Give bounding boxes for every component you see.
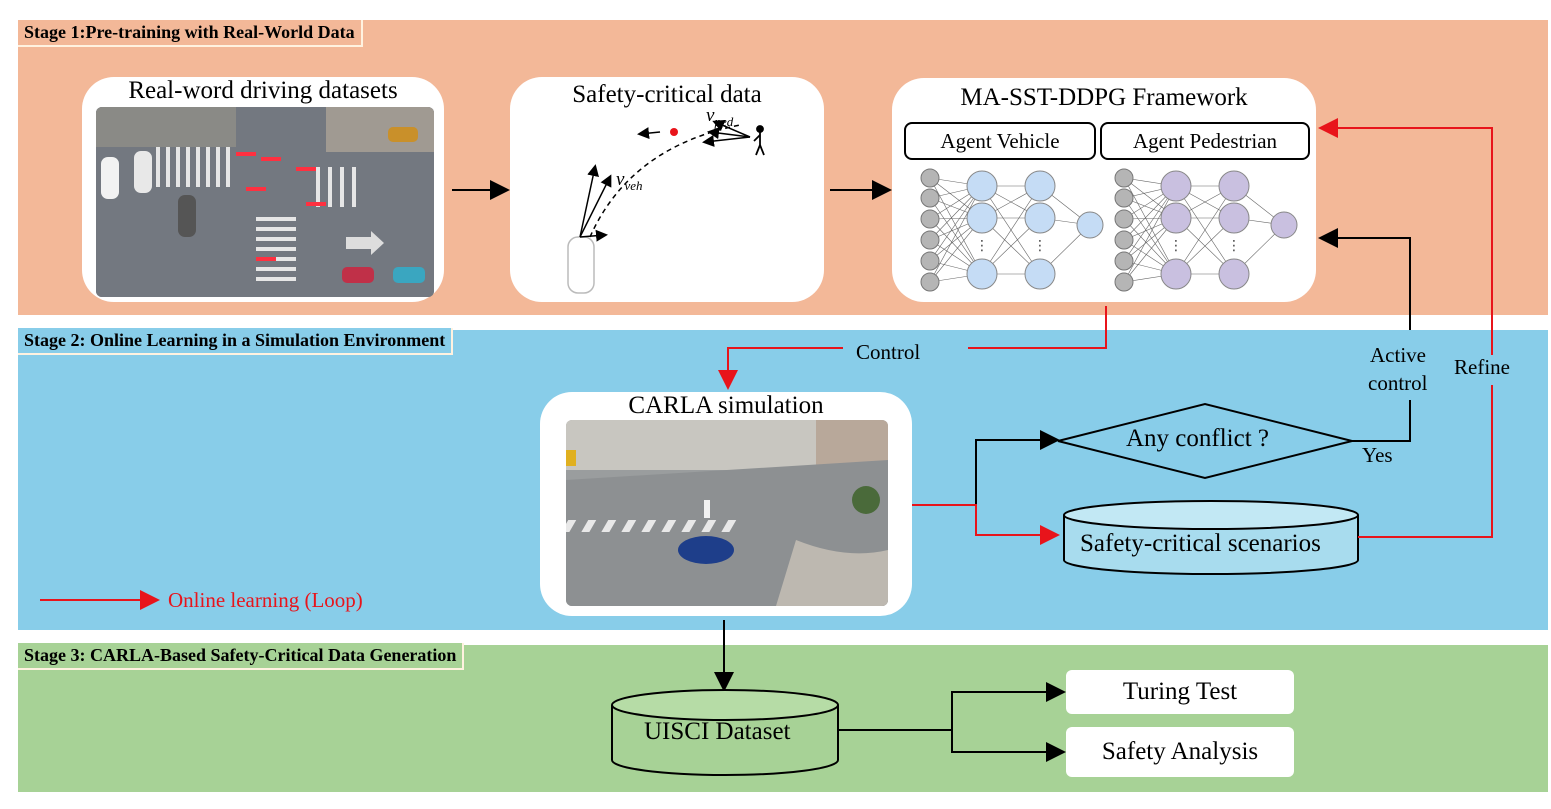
vehicle-net-ellipsis: ⋮ bbox=[1033, 238, 1047, 254]
vehicle-net-hidden1-node bbox=[966, 202, 998, 234]
stage2-label: Stage 2: Online Learning in a Simulation… bbox=[18, 328, 454, 355]
refine-label: Refine bbox=[1454, 355, 1510, 379]
control-arrow-to-carla bbox=[718, 347, 843, 390]
v-ped-label: vped bbox=[706, 105, 734, 129]
vehicle-net-hidden1-node bbox=[966, 258, 998, 290]
neural-network-diagrams: ⋮ ⋮ ⋮ ⋮ bbox=[920, 168, 1298, 292]
uisci-cylinder bbox=[611, 689, 839, 776]
control-label: Control bbox=[856, 340, 921, 364]
carla-card: CARLA simulation bbox=[540, 392, 912, 616]
pedestrian-net-input-node bbox=[1114, 188, 1134, 208]
pedestrian-net-output-node bbox=[1270, 211, 1298, 239]
pedestrian-net-input-node bbox=[1114, 251, 1134, 271]
framework-card: MA-SST-DDPG Framework Agent Vehicle Agen… bbox=[892, 78, 1316, 302]
vehicle-net-input-node bbox=[920, 188, 940, 208]
turing-test-box: Turing Test bbox=[1066, 670, 1294, 714]
vehicle-net-hidden2-node bbox=[1024, 202, 1056, 234]
carla-scene-drawing bbox=[566, 420, 888, 606]
pedestrian-net-ellipsis: ⋮ bbox=[1227, 238, 1241, 254]
pedestrian-net-input-node bbox=[1114, 230, 1134, 250]
datasets-card: Real-word driving datasets bbox=[82, 77, 444, 302]
conflict-point bbox=[670, 128, 678, 136]
vehicle-net-input-node bbox=[920, 168, 940, 188]
control-line-right bbox=[968, 306, 1107, 349]
any-conflict-label: Any conflict ? bbox=[1126, 425, 1270, 452]
trajectory-sketch bbox=[567, 120, 765, 294]
aerial-intersection-drawing bbox=[96, 107, 434, 297]
vehicle-net-input-node bbox=[920, 251, 940, 271]
pedestrian-net-ellipsis: ⋮ bbox=[1169, 238, 1183, 254]
scenarios-cylinder bbox=[1063, 500, 1359, 575]
pedestrian-net-hidden2-node bbox=[1218, 258, 1250, 290]
stage1-label: Stage 1:Pre-training with Real-World Dat… bbox=[18, 20, 363, 47]
arrow-to-safety-analysis bbox=[838, 729, 1066, 762]
pedestrian-net-input-node bbox=[1114, 209, 1134, 229]
pedestrian-net-hidden1-node bbox=[1160, 170, 1192, 202]
pedestrian-net-input-node bbox=[1114, 168, 1134, 188]
safety-data-title: Safety-critical data bbox=[572, 81, 762, 108]
active-control-label-line2: control bbox=[1368, 371, 1428, 395]
v-veh-label: vveh bbox=[616, 169, 643, 193]
carla-scene-image bbox=[566, 420, 888, 606]
vehicle-net-output-node bbox=[1076, 211, 1104, 239]
datasets-title: Real-word driving datasets bbox=[128, 77, 398, 104]
aerial-intersection-image bbox=[96, 107, 434, 297]
refine-line-lower bbox=[1358, 385, 1493, 538]
yes-line bbox=[1352, 400, 1411, 442]
pedestrian-net-input-node bbox=[1114, 272, 1134, 292]
arrow-to-conflict bbox=[912, 430, 1060, 506]
vehicle-net-input-node bbox=[920, 230, 940, 250]
pedestrian-net-hidden2-node bbox=[1218, 202, 1250, 234]
arrow-to-scenarios bbox=[912, 504, 1060, 545]
safety-data-card: Safety-critical data vped vveh bbox=[510, 77, 824, 302]
uisci-label: UISCI Dataset bbox=[644, 718, 791, 745]
yes-label: Yes bbox=[1362, 443, 1393, 467]
online-learning-label: Online learning (Loop) bbox=[168, 588, 363, 612]
pedestrian-net-hidden2-node bbox=[1218, 170, 1250, 202]
vehicle-net-ellipsis: ⋮ bbox=[975, 238, 989, 254]
arrow-to-turing bbox=[838, 682, 1066, 731]
vehicle-net-hidden1-node bbox=[966, 170, 998, 202]
stage3-label: Stage 3: CARLA-Based Safety-Critical Dat… bbox=[18, 643, 465, 670]
framework-title: MA-SST-DDPG Framework bbox=[960, 84, 1248, 111]
vehicle-net-input-node bbox=[920, 209, 940, 229]
safety-scenarios-label: Safety-critical scenarios bbox=[1080, 530, 1321, 557]
active-control-label-line1: Active bbox=[1370, 343, 1426, 367]
pedestrian-icon bbox=[753, 125, 765, 156]
vehicle-net-input-node bbox=[920, 272, 940, 292]
active-control-arrow bbox=[1318, 228, 1411, 330]
refine-arrow-to-framework bbox=[1318, 118, 1493, 355]
agent-vehicle-box: Agent Vehicle bbox=[904, 122, 1096, 160]
pedestrian-net-hidden1-node bbox=[1160, 258, 1192, 290]
agent-pedestrian-box: Agent Pedestrian bbox=[1100, 122, 1310, 160]
pedestrian-net-hidden1-node bbox=[1160, 202, 1192, 234]
vehicle-net-hidden2-node bbox=[1024, 258, 1056, 290]
carla-title: CARLA simulation bbox=[628, 392, 824, 419]
vehicle-net-hidden2-node bbox=[1024, 170, 1056, 202]
safety-analysis-box: Safety Analysis bbox=[1066, 727, 1294, 777]
